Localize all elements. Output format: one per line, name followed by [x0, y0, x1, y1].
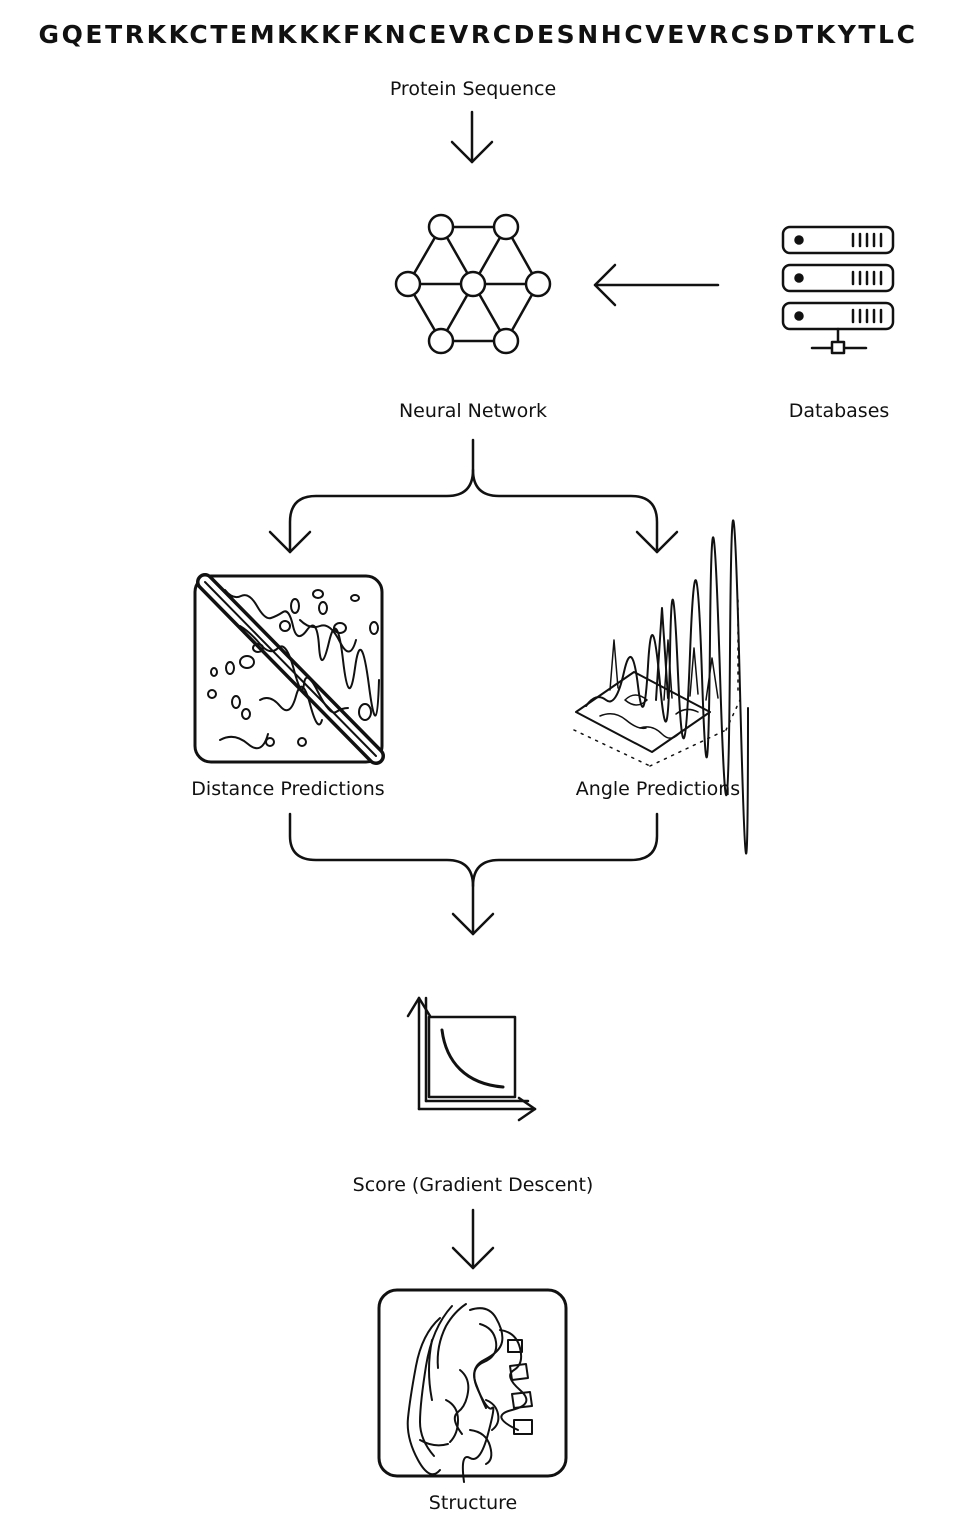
label-distance-predictions: Distance Predictions	[191, 778, 385, 800]
descent-curve-chart-icon	[406, 996, 537, 1122]
neural-network-icon	[394, 213, 552, 355]
arrow-network-split	[268, 438, 679, 554]
label-protein-sequence: Protein Sequence	[389, 78, 557, 100]
arrow-predictions-merge	[288, 812, 659, 936]
label-structure: Structure	[428, 1492, 518, 1514]
label-score: Score (Gradient Descent)	[352, 1174, 594, 1196]
distance-heatmap-icon	[193, 573, 385, 765]
protein-structure-icon	[377, 1288, 568, 1483]
arrow-databases-to-network	[593, 263, 720, 307]
arrow-score-to-structure	[451, 1208, 495, 1270]
angle-surface-plot-icon	[573, 519, 749, 855]
database-server-icon	[781, 225, 895, 355]
protein-sequence-text: GQETRKKCTEMKKKFKNCEVRCDESNHCVEVRCSDTKYTL…	[38, 20, 918, 49]
label-neural-network: Neural Network	[398, 400, 548, 422]
label-databases: Databases	[788, 400, 890, 422]
label-angle-predictions: Angle Predictions	[575, 778, 741, 800]
arrow-sequence-to-network	[450, 110, 494, 164]
